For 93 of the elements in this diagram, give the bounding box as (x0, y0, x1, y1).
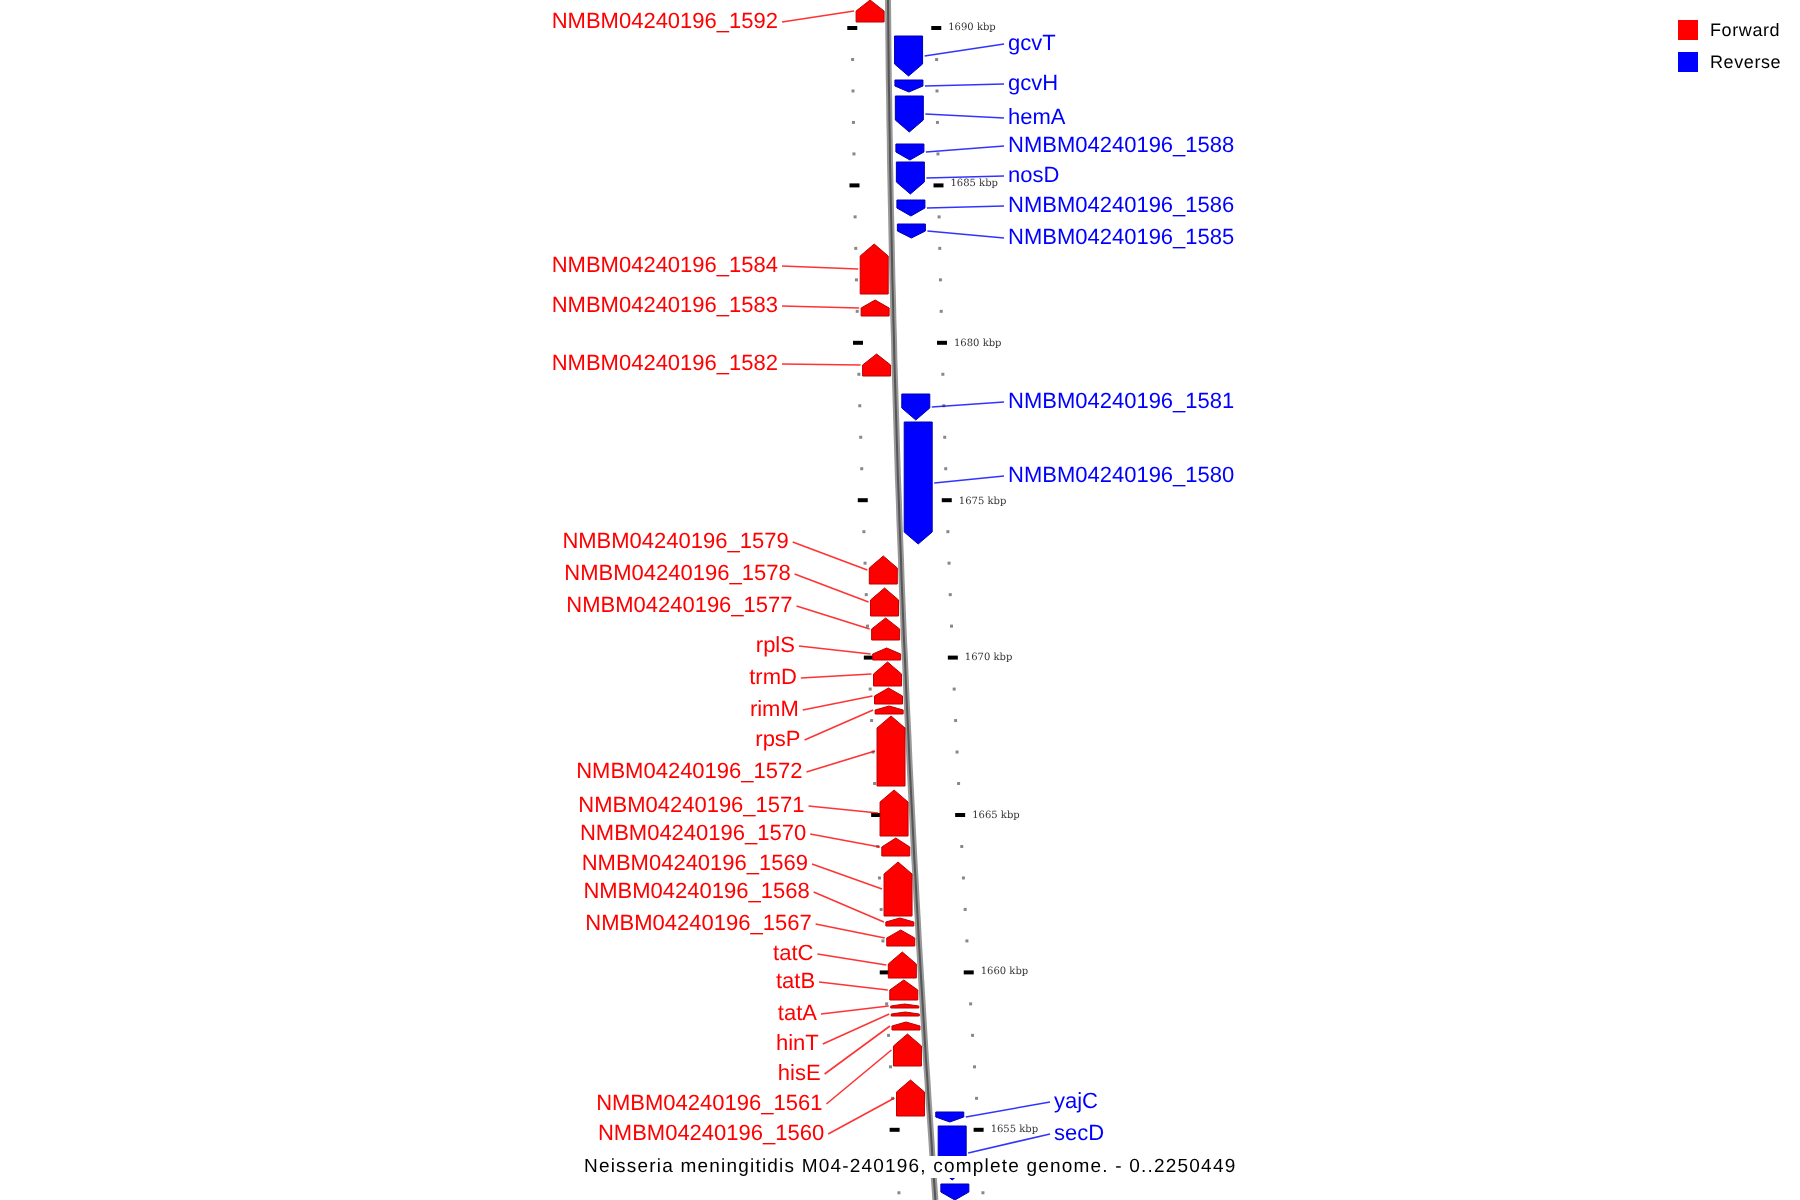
gene-block (868, 555, 898, 585)
gene-label: NMBM04240196_1571 (578, 794, 805, 818)
gene-label: NMBM04240196_1581 (1008, 390, 1235, 414)
leader-line (781, 265, 859, 270)
leader-line (924, 113, 1005, 119)
leader-line (803, 709, 874, 741)
gene-label: NMBM04240196_1580 (1008, 464, 1235, 488)
gene-label: NMBM04240196_1586 (1008, 194, 1235, 218)
gene-label: NMBM04240196_1579 (562, 530, 789, 554)
leader-line (925, 145, 1005, 153)
gene-block (870, 587, 900, 617)
gene-label: NMBM04240196_1572 (576, 760, 803, 784)
leader-line (964, 1101, 1051, 1118)
gene-label: rpsP (755, 728, 801, 752)
gene-block (895, 161, 925, 195)
leader-line (798, 645, 872, 655)
gene-label: NMBM04240196_1577 (566, 594, 793, 618)
gene-block (873, 661, 903, 687)
gene-block (889, 979, 919, 1001)
leader-line (800, 673, 873, 679)
leader-line (793, 573, 870, 603)
gene-label: NMBM04240196_1561 (596, 1092, 823, 1116)
gene-label: hisE (777, 1062, 821, 1086)
gene-label: hinT (776, 1032, 819, 1056)
gene-label: NMBM04240196_1592 (551, 10, 778, 34)
leader-line (923, 43, 1005, 57)
leader-line (818, 981, 889, 991)
gene-label: NMBM04240196_1578 (564, 562, 791, 586)
gene-block (896, 1079, 926, 1117)
gene-label: rimM (749, 698, 799, 722)
gene-block (886, 929, 916, 947)
gene-block (896, 223, 926, 239)
leader-line (807, 805, 879, 814)
gene-label: NMBM04240196_1583 (551, 294, 778, 318)
gene-block (890, 1011, 920, 1017)
gene-block (887, 951, 917, 979)
gene-label: NMBM04240196_1568 (583, 880, 810, 904)
gene-label: nosD (1008, 164, 1060, 188)
gene-label: gcvH (1008, 72, 1059, 96)
leader-line (820, 1005, 890, 1015)
gene-label: yajC (1054, 1090, 1099, 1114)
leader-line (781, 363, 862, 366)
leader-line (967, 1133, 1051, 1154)
leader-line (931, 401, 1005, 408)
leader-line (924, 83, 1005, 87)
leader-line (827, 1097, 896, 1135)
leader-line (933, 475, 1005, 484)
gene-label: rplS (755, 634, 795, 658)
leader-line (823, 1025, 891, 1075)
leader-line (795, 605, 871, 630)
legend-label: Reverse (1710, 52, 1782, 72)
gene-label: NMBM04240196_1560 (597, 1122, 825, 1146)
gene-label: tatA (777, 1002, 817, 1026)
gene-label: trmD (749, 666, 797, 690)
gene-label: NMBM04240196_1585 (1008, 226, 1235, 250)
leader-line (781, 10, 855, 23)
leader-line (814, 923, 886, 939)
leader-line (925, 175, 1005, 179)
gene-label: NMBM04240196_1569 (581, 852, 808, 876)
leader-line (781, 305, 860, 309)
leader-line (825, 1049, 893, 1105)
leader-line (791, 541, 869, 571)
gene-block (890, 1003, 920, 1009)
gene-block (855, 0, 885, 23)
gene-block (874, 687, 903, 705)
leader-line (805, 750, 876, 773)
gene-block (862, 353, 892, 377)
legend-label: Forward (1710, 20, 1781, 40)
leader-line (809, 833, 881, 848)
gene-label: NMBM04240196_1588 (1008, 134, 1235, 158)
leader-line (812, 891, 885, 923)
gene-label: tatB (775, 970, 816, 994)
gene-label: NMBM04240196_1584 (551, 254, 778, 278)
gene-label: secD (1054, 1122, 1105, 1146)
gene-label: NMBM04240196_1582 (551, 352, 778, 376)
gene-block (872, 647, 902, 661)
gene-block (871, 617, 901, 641)
gene-block (896, 199, 926, 217)
caption: Neisseria meningitidis M04-240196, complete genome. - 0..2250449 (580, 1156, 1241, 1178)
gene-block (859, 243, 889, 295)
gene-label: hemA (1008, 106, 1066, 130)
leader-line (926, 205, 1005, 209)
gene-label: tatC (773, 942, 814, 966)
gene-block (860, 299, 890, 317)
gene-label: gcvT (1008, 32, 1056, 56)
leader-line (822, 1013, 891, 1045)
gene-label: NMBM04240196_1570 (579, 822, 807, 846)
gene-label: NMBM04240196_1567 (585, 912, 812, 936)
gene-block (895, 143, 925, 161)
leader-line (801, 695, 874, 711)
leader-line (926, 230, 1005, 239)
leader-line (811, 863, 883, 890)
leader-line (816, 953, 888, 966)
